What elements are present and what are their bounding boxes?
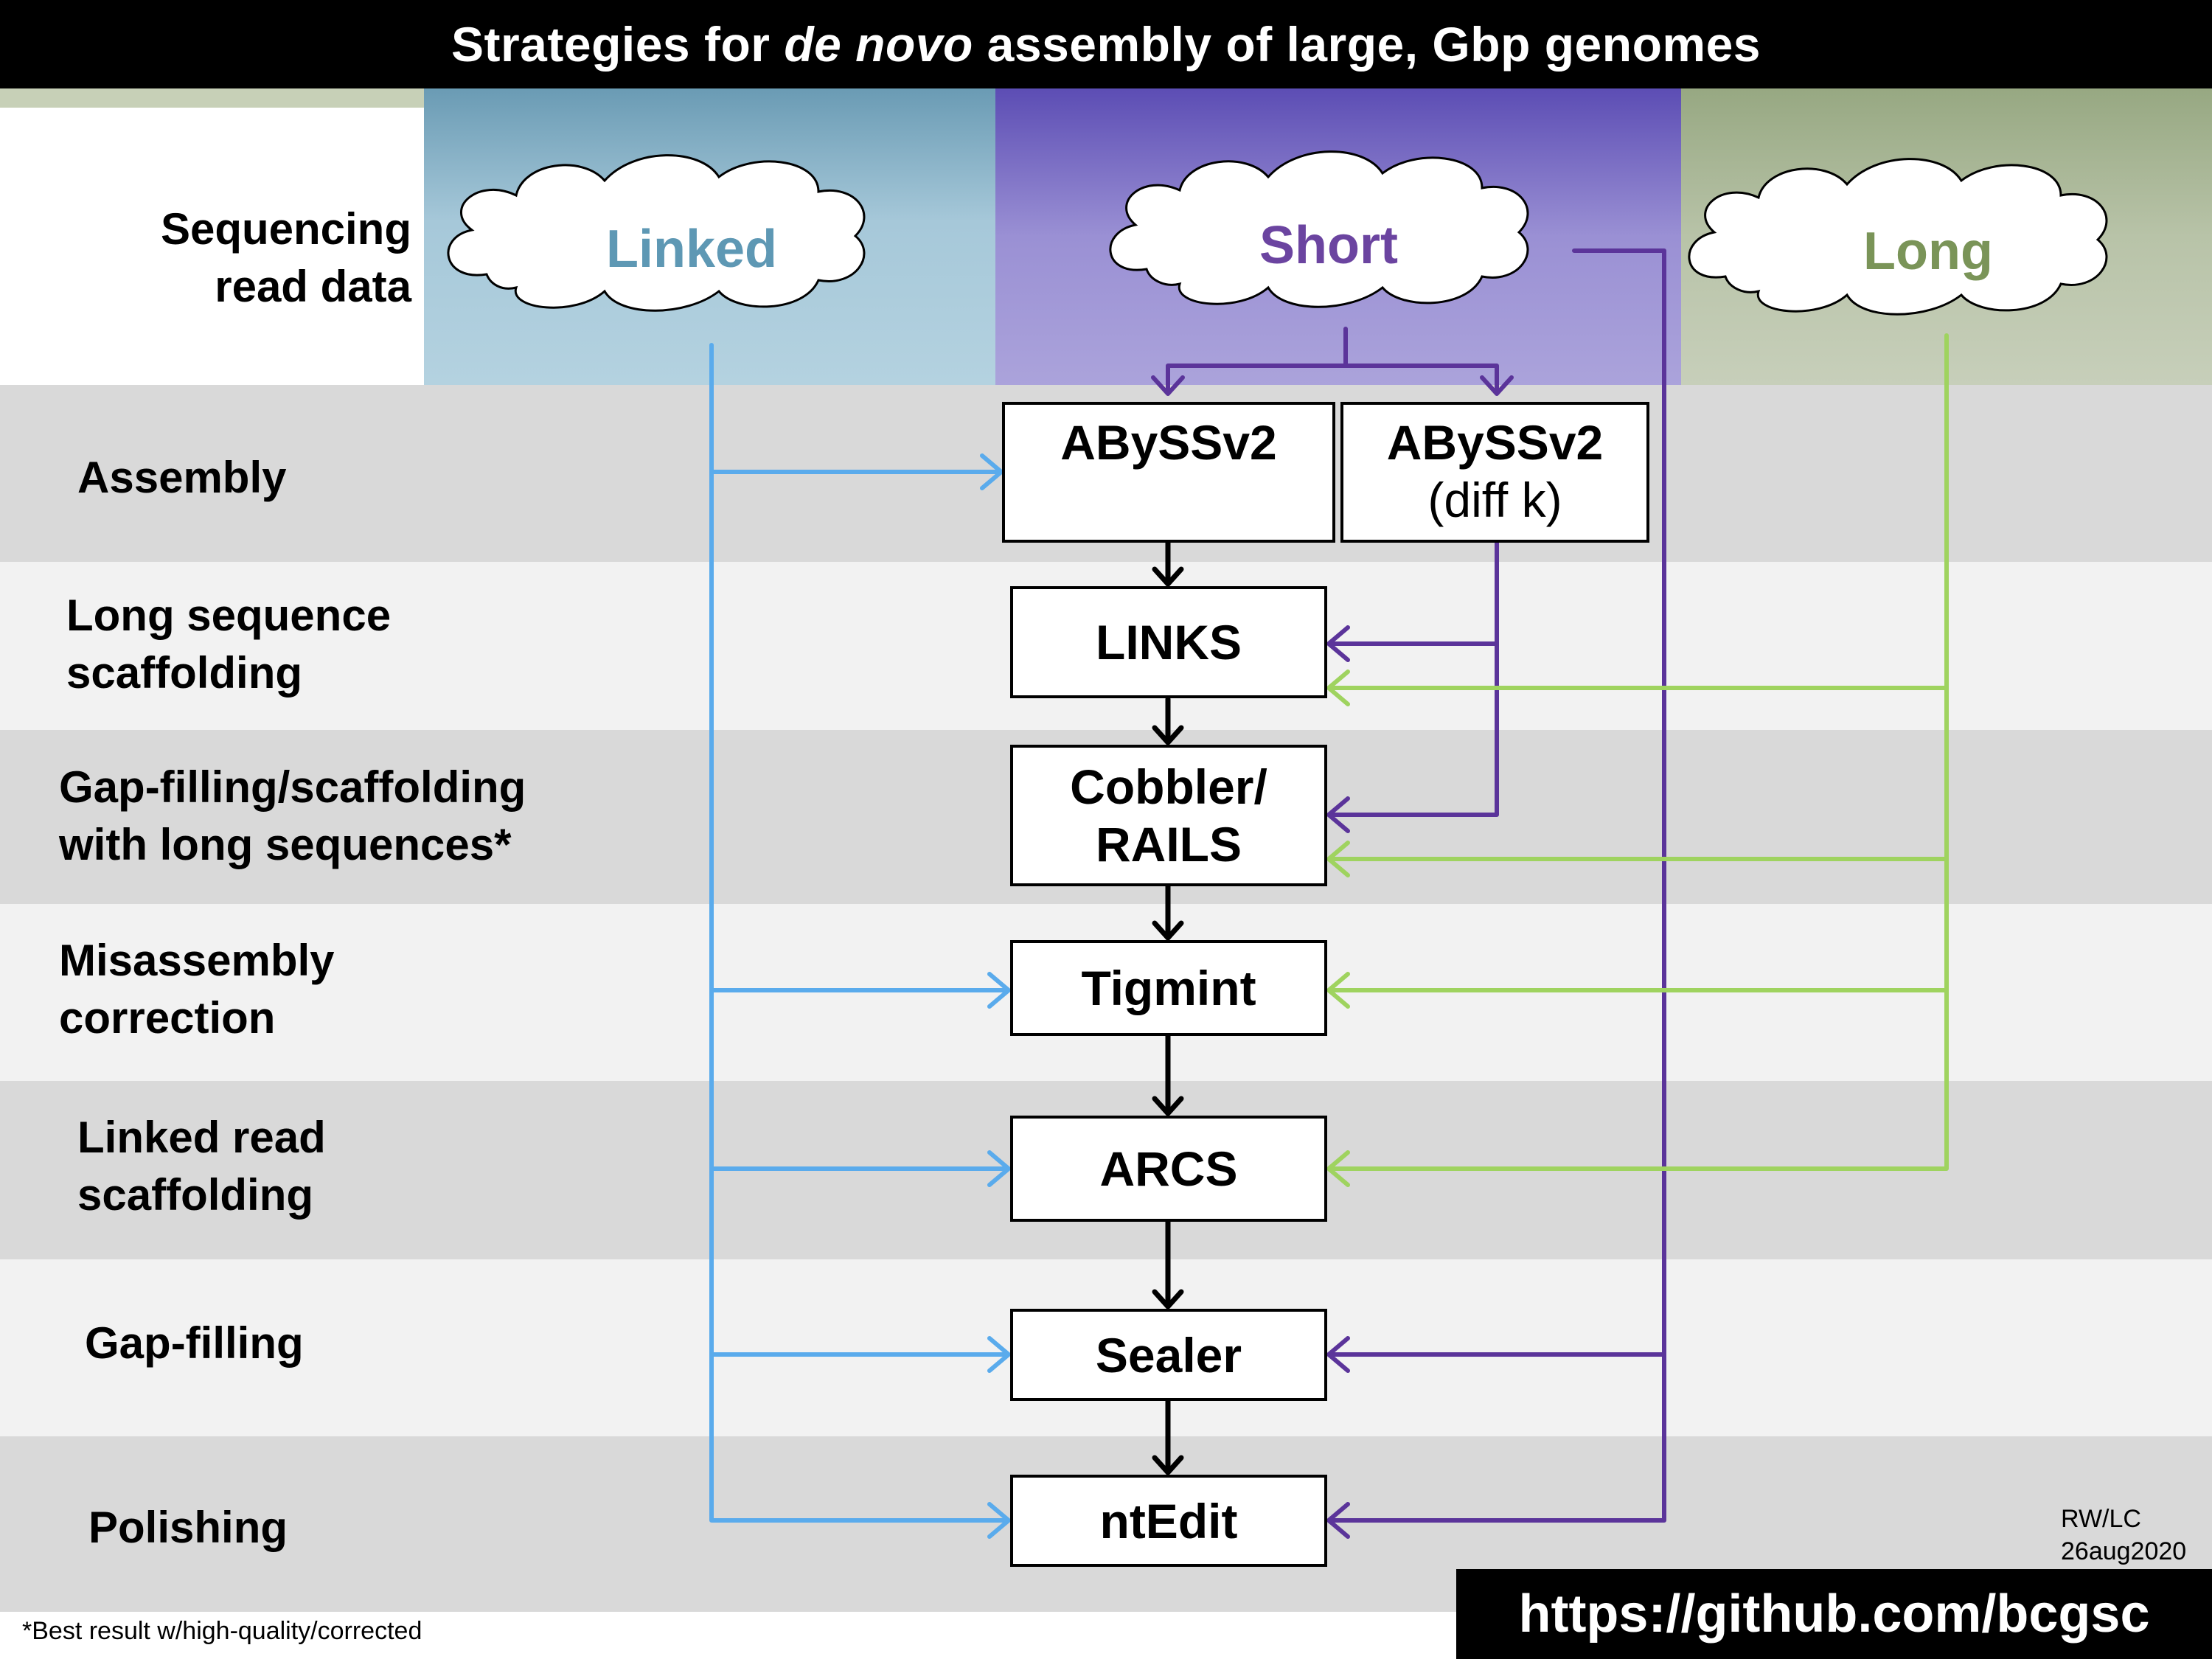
- tool-links-label: LINKS: [1096, 615, 1242, 669]
- tool-box-cobbler-rails: Cobbler/ RAILS: [1010, 745, 1327, 886]
- tool-arcs-label: ARCS: [1099, 1141, 1238, 1196]
- row-label-line: Linked read: [77, 1113, 326, 1162]
- credit: RW/LC 26aug2020: [2061, 1503, 2186, 1568]
- github-url-link[interactable]: https://github.com/bcgsc: [1456, 1569, 2212, 1659]
- tool-abyss-diff-label: ABySSv2: [1386, 415, 1604, 470]
- row-label-line: scaffolding: [66, 648, 303, 698]
- row-label-line: read data: [215, 262, 411, 311]
- row-label-line: Sequencing: [160, 204, 411, 254]
- tool-box-tigmint: Tigmint: [1010, 940, 1327, 1036]
- row-label-line: with long sequences*: [59, 820, 512, 869]
- short-connectors: [1151, 248, 1666, 1539]
- row-label-line: Long sequence: [66, 591, 392, 640]
- row-label-gap-filling-long: Gap-filling/scaffolding with long sequen…: [59, 759, 526, 874]
- tool-box-sealer: Sealer: [1010, 1309, 1327, 1401]
- tool-box-ntedit: ntEdit: [1010, 1475, 1327, 1567]
- row-label-sequencing: Sequencing read data: [135, 201, 411, 316]
- row-label-line: scaffolding: [77, 1170, 314, 1220]
- row-label-line: correction: [59, 993, 276, 1043]
- tool-abyss-label: ABySSv2: [1060, 415, 1277, 470]
- title-italic: de novo: [784, 17, 973, 72]
- tool-box-arcs: ARCS: [1010, 1116, 1327, 1222]
- row-label-line: Assembly: [77, 453, 287, 502]
- row-label-linked-scaffolding: Linked read scaffolding: [77, 1109, 326, 1224]
- tool-box-abyss: ABySSv2: [1002, 402, 1335, 543]
- tool-abyss-diff-sublabel: (diff k): [1427, 473, 1562, 527]
- tool-ntedit-label: ntEdit: [1099, 1493, 1238, 1548]
- source-long-label: Long: [1863, 222, 1993, 281]
- tool-rails-label: RAILS: [1096, 817, 1242, 872]
- footnote: *Best result w/high-quality/corrected: [22, 1617, 422, 1645]
- linked-connectors: [709, 343, 1011, 1539]
- row-label-long-scaffolding: Long sequence scaffolding: [66, 587, 391, 702]
- page-title: Strategies for de novo assembly of large…: [0, 0, 2212, 88]
- row-label-assembly: Assembly: [77, 449, 286, 507]
- tool-sealer-label: Sealer: [1095, 1327, 1242, 1382]
- title-suffix: assembly of large, Gbp genomes: [987, 17, 1761, 72]
- tool-box-abyss-diff-k: ABySSv2 (diff k): [1340, 402, 1649, 543]
- source-short-label: Short: [1259, 216, 1398, 275]
- tool-box-links: LINKS: [1010, 586, 1327, 698]
- title-prefix: Strategies for: [451, 17, 771, 72]
- credit-date: 26aug2020: [2061, 1537, 2187, 1565]
- tool-cobbler-label: Cobbler/: [1070, 759, 1267, 814]
- row-label-line: Gap-filling/scaffolding: [59, 762, 526, 812]
- long-connectors: [1326, 333, 1949, 1187]
- row-label-misassembly: Misassembly correction: [59, 932, 335, 1047]
- pipeline-flow-arrows: [1152, 538, 1184, 1475]
- row-label-line: Gap-filling: [85, 1318, 304, 1368]
- linked-cloud-shape: [447, 154, 866, 312]
- row-label-polishing: Polishing: [88, 1499, 288, 1557]
- short-cloud-shape: [1109, 150, 1529, 308]
- row-label-line: Polishing: [88, 1503, 288, 1552]
- long-cloud-shape: [1688, 158, 2108, 316]
- row-label-gap-filling: Gap-filling: [85, 1315, 304, 1372]
- credit-authors: RW/LC: [2061, 1505, 2141, 1533]
- row-label-line: Misassembly: [59, 936, 335, 985]
- tool-tigmint-label: Tigmint: [1081, 961, 1256, 1015]
- source-linked-label: Linked: [605, 220, 778, 279]
